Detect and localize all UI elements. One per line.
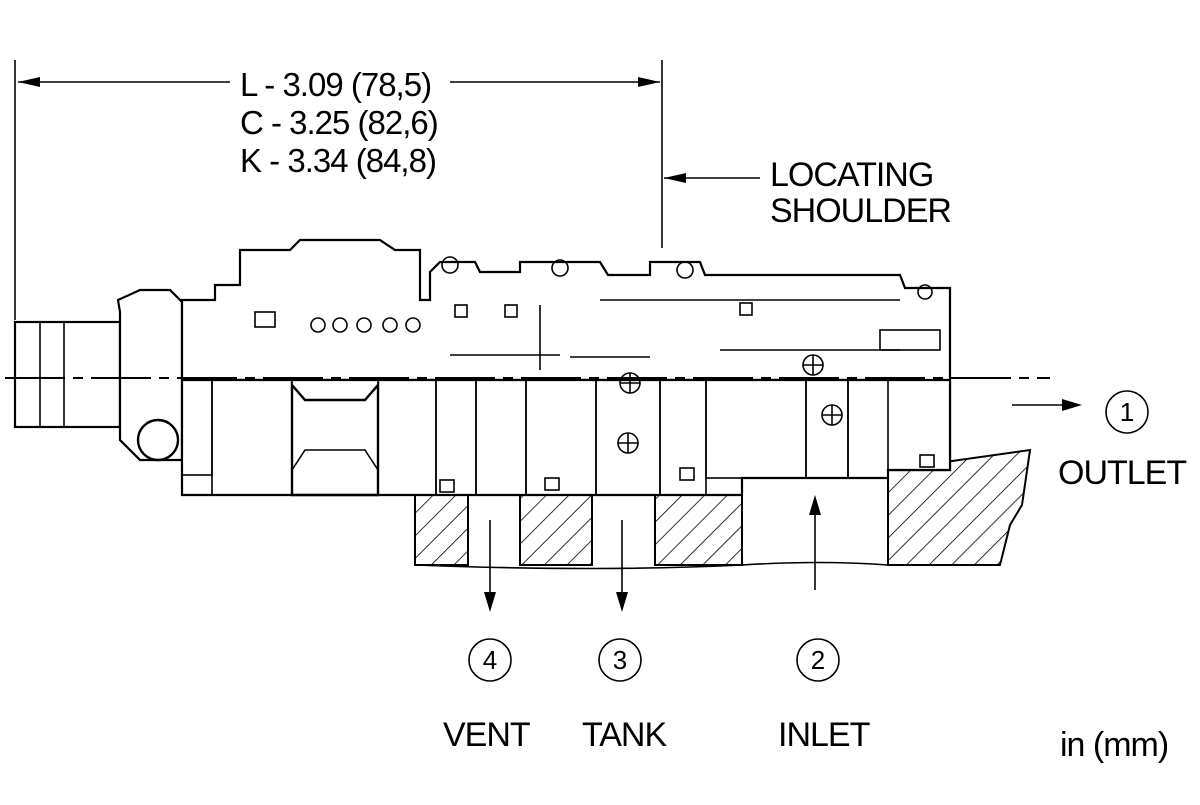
arrow-up-icon bbox=[809, 495, 821, 515]
port-vent: 4 VENT bbox=[443, 520, 531, 754]
dimension-l: L - 3.09 (78,5) bbox=[240, 66, 431, 103]
port-2-label: INLET bbox=[778, 716, 870, 754]
shoulder-label: SHOULDER bbox=[770, 192, 951, 230]
locating-label: LOCATING bbox=[770, 156, 933, 194]
arrow-right-icon bbox=[638, 77, 660, 87]
port-4-number: 4 bbox=[483, 645, 497, 675]
port-3-label: TANK bbox=[582, 716, 667, 754]
port-1-label: OUTLET bbox=[1058, 454, 1186, 492]
port-3-number: 3 bbox=[613, 645, 627, 675]
units-label: in (mm) bbox=[1060, 726, 1168, 764]
port-tank: 3 TANK bbox=[582, 520, 668, 754]
arrow-left-icon bbox=[664, 173, 686, 183]
dimension-c: C - 3.25 (82,6) bbox=[240, 104, 438, 141]
port-inlet: 2 INLET bbox=[778, 495, 871, 754]
locating-shoulder-callout: LOCATING SHOULDER bbox=[664, 156, 952, 230]
overall-length-dimension: L - 3.09 (78,5) C - 3.25 (82,6) K - 3.34… bbox=[14, 60, 663, 320]
port-2-number: 2 bbox=[811, 645, 825, 675]
cartridge-body bbox=[5, 238, 1050, 497]
port-outlet: 1 OUTLET bbox=[1012, 390, 1187, 492]
port-1-number: 1 bbox=[1120, 397, 1134, 427]
manifold-cavity bbox=[414, 448, 1032, 570]
arrow-right-icon bbox=[1062, 399, 1082, 411]
arrow-down-icon bbox=[484, 592, 496, 612]
arrow-down-icon bbox=[616, 592, 628, 612]
dimension-k: K - 3.34 (84,8) bbox=[240, 142, 436, 179]
port-4-label: VENT bbox=[443, 716, 530, 754]
arrow-left-icon bbox=[18, 77, 40, 87]
